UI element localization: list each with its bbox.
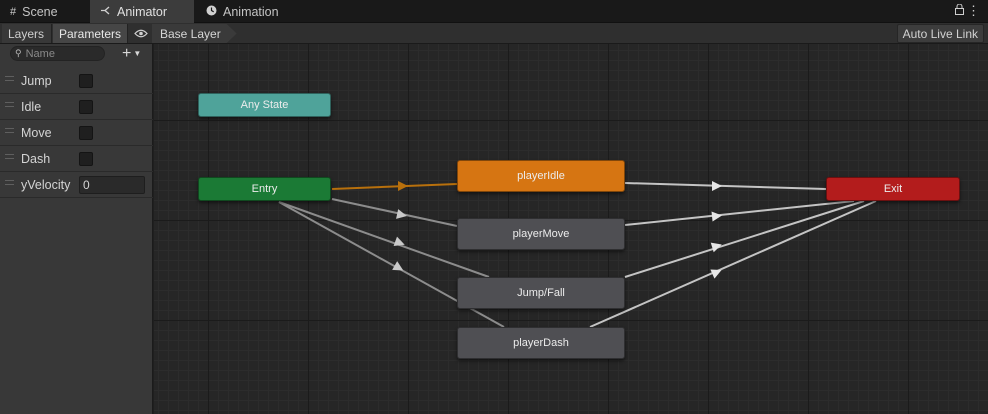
- parameter-name: Dash: [21, 151, 51, 166]
- arrow-icon: [392, 261, 404, 271]
- drag-handle-icon[interactable]: [5, 180, 14, 185]
- arrow-icon: [396, 209, 407, 219]
- more-menu-icon[interactable]: ⋮: [967, 3, 980, 18]
- tab-label: Animator: [117, 4, 168, 19]
- grid-icon: #: [10, 5, 17, 18]
- animator-icon: [100, 6, 111, 18]
- bool-checkbox[interactable]: [79, 151, 93, 166]
- tab-scene[interactable]: # Scene: [0, 0, 88, 23]
- state-jumpfall[interactable]: Jump/Fall: [457, 277, 625, 309]
- state-any-state[interactable]: Any State: [198, 93, 331, 117]
- transition-jumpfall-to-exit[interactable]: [624, 200, 865, 278]
- parameter-row-move[interactable]: Move: [0, 120, 153, 146]
- state-machine-graph[interactable]: Any State Entry playerIdle playerMove Ju…: [154, 44, 988, 414]
- tab-label: Animation: [223, 4, 279, 19]
- transition-entry-to-move[interactable]: [331, 198, 458, 227]
- search-input[interactable]: ⚲ Name: [10, 46, 105, 61]
- clock-icon: [206, 5, 217, 19]
- state-playermove[interactable]: playerMove: [457, 218, 625, 250]
- parameter-name: yVelocity: [21, 177, 71, 192]
- parameter-name: Move: [21, 125, 52, 140]
- drag-handle-icon[interactable]: [5, 154, 14, 159]
- state-playerdash[interactable]: playerDash: [457, 327, 625, 359]
- arrow-icon: [710, 269, 722, 279]
- arrow-icon: [710, 242, 722, 253]
- parameter-row-jump[interactable]: Jump: [0, 68, 153, 94]
- parameters-tab-button[interactable]: Parameters: [53, 24, 128, 43]
- drag-handle-icon[interactable]: [5, 76, 14, 81]
- parameter-name: Idle: [21, 99, 42, 114]
- eye-icon[interactable]: [131, 25, 151, 42]
- layers-tab-button[interactable]: Layers: [2, 24, 52, 43]
- drag-handle-icon[interactable]: [5, 128, 14, 133]
- plus-icon: +: [122, 44, 132, 62]
- auto-live-link-button[interactable]: Auto Live Link: [896, 24, 984, 43]
- transition-dash-to-exit[interactable]: [589, 200, 877, 328]
- chevron-down-icon: ▼: [133, 49, 142, 58]
- drag-handle-icon[interactable]: [5, 102, 14, 107]
- state-playeridle[interactable]: playerIdle: [457, 160, 625, 192]
- state-exit[interactable]: Exit: [826, 177, 960, 201]
- animator-toolbar: Layers Parameters Base Layer Auto Live L…: [0, 23, 988, 44]
- breadcrumb-base-layer[interactable]: Base Layer: [152, 24, 237, 43]
- arrow-icon: [711, 211, 722, 222]
- transition-lines: [278, 181, 877, 328]
- trigger-checkbox[interactable]: [79, 73, 93, 88]
- float-value-field[interactable]: 0: [79, 175, 145, 194]
- search-placeholder: Name: [25, 47, 55, 60]
- transition-entry-to-jumpfall[interactable]: [278, 201, 490, 278]
- transition-move-to-exit[interactable]: [624, 200, 855, 226]
- state-entry[interactable]: Entry: [198, 177, 331, 201]
- search-row: ⚲ Name +▼: [0, 44, 153, 64]
- arrow-icon: [398, 181, 408, 191]
- search-icon: ⚲: [15, 48, 22, 58]
- bool-checkbox[interactable]: [79, 99, 93, 114]
- parameter-row-idle[interactable]: Idle: [0, 94, 153, 120]
- arrow-icon: [393, 236, 405, 246]
- transition-entry-to-idle[interactable]: [331, 183, 458, 190]
- bool-checkbox[interactable]: [79, 125, 93, 140]
- window-tab-bar: # Scene Animator Animation ⋮: [0, 0, 988, 23]
- transition-idle-to-exit[interactable]: [624, 182, 827, 190]
- tab-animation[interactable]: Animation: [196, 0, 296, 23]
- tab-label: Scene: [22, 4, 58, 19]
- arrow-icon: [712, 181, 722, 191]
- parameters-panel: ⚲ Name +▼ Jump Idle Move Dash yVelocity …: [0, 44, 153, 414]
- parameter-row-dash[interactable]: Dash: [0, 146, 153, 172]
- parameter-name: Jump: [21, 73, 52, 88]
- add-parameter-button[interactable]: +▼: [122, 44, 150, 63]
- lock-icon[interactable]: [955, 3, 964, 18]
- parameter-row-yvelocity[interactable]: yVelocity 0: [0, 172, 153, 198]
- tab-animator[interactable]: Animator: [90, 0, 194, 23]
